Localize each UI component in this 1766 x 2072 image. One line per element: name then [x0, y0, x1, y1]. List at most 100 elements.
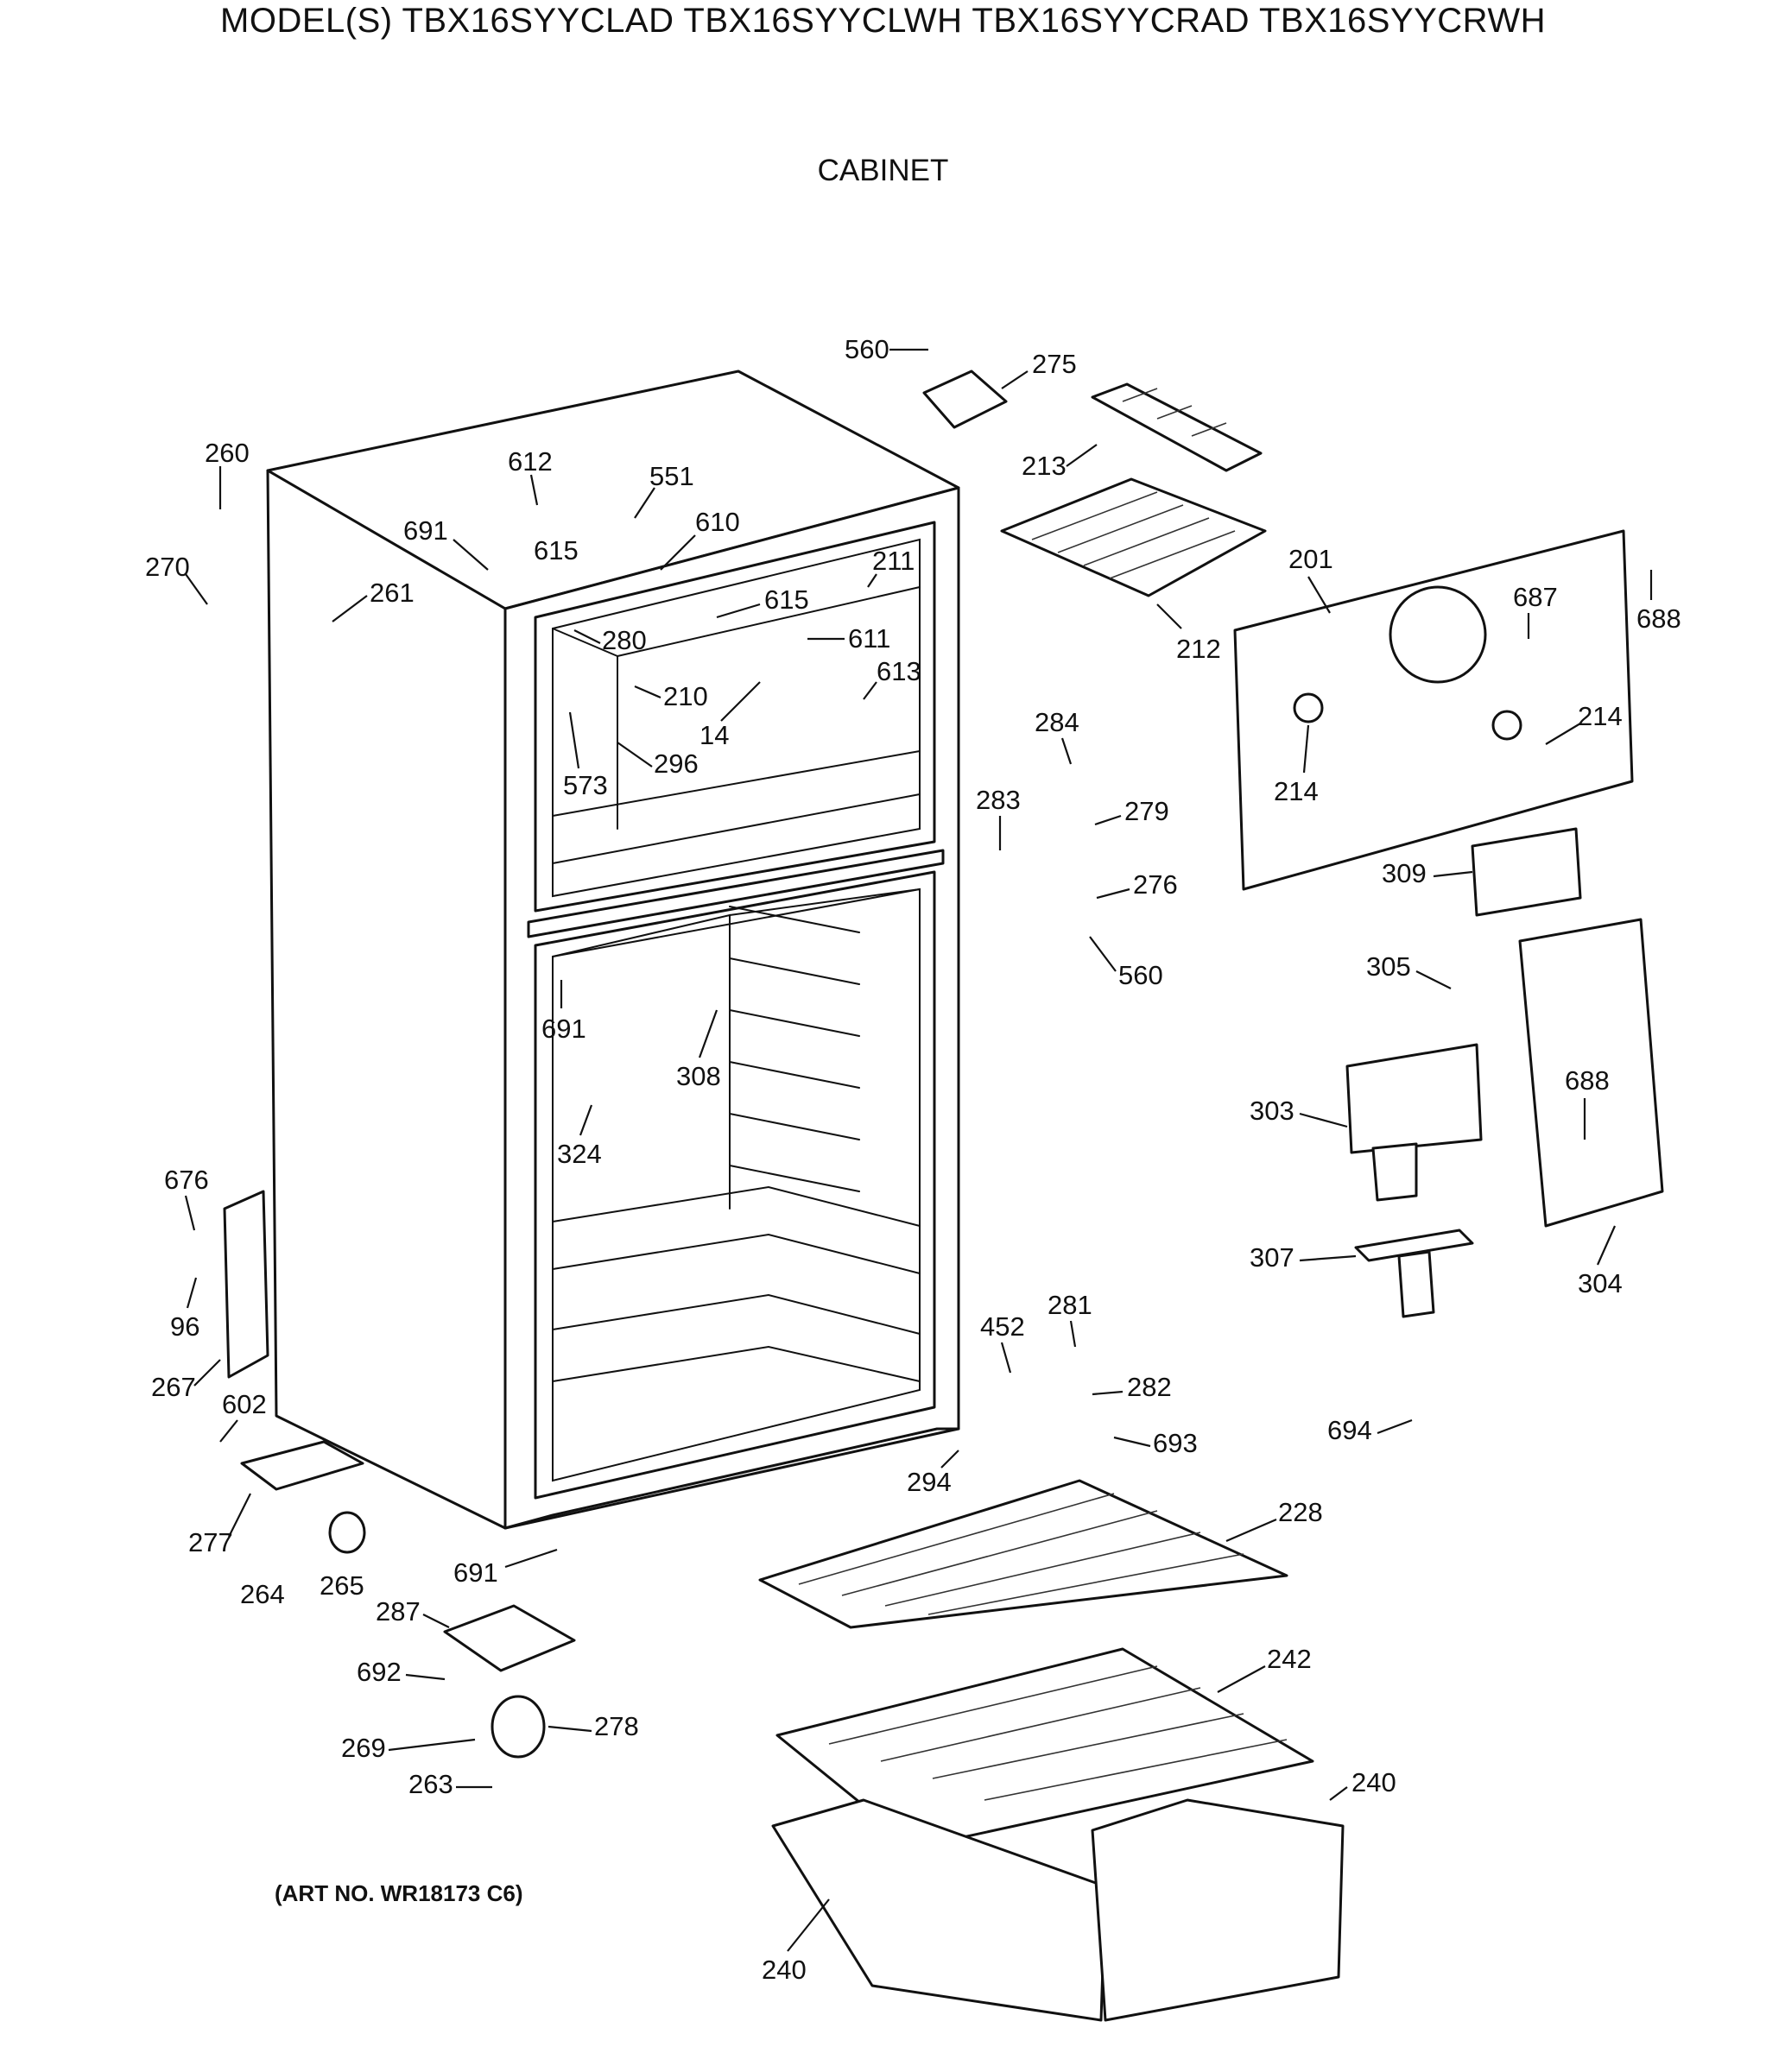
svg-text:611: 611: [848, 623, 890, 654]
callout-610: 610: [660, 507, 740, 571]
callout-269: 269: [341, 1733, 476, 1763]
svg-text:612: 612: [508, 446, 553, 477]
svg-text:294: 294: [907, 1467, 952, 1497]
freezer-shelf-212: [1000, 477, 1267, 597]
svg-text:280: 280: [602, 625, 647, 655]
svg-text:551: 551: [649, 461, 694, 491]
bracket-287: [443, 1604, 576, 1672]
callout-693: 693: [1113, 1428, 1198, 1458]
svg-text:694: 694: [1327, 1415, 1372, 1445]
svg-text:240: 240: [1351, 1767, 1396, 1797]
callout-612: 612: [508, 446, 553, 506]
callout-282: 282: [1092, 1372, 1172, 1402]
callout-96: 96: [170, 1277, 199, 1342]
callout-688a: 688: [1636, 570, 1681, 634]
callout-296: 296: [617, 742, 699, 779]
svg-text:691: 691: [453, 1557, 498, 1588]
slide-307: [1354, 1229, 1474, 1318]
callout-213: 213: [1022, 444, 1098, 481]
svg-text:573: 573: [563, 770, 608, 800]
callout-228: 228: [1225, 1497, 1323, 1543]
svg-text:96: 96: [170, 1311, 199, 1342]
callout-551: 551: [634, 461, 694, 519]
ice-tray-213: [1091, 382, 1263, 472]
callout-560b: 560: [1089, 936, 1163, 990]
svg-text:602: 602: [222, 1389, 267, 1419]
callouts: 560 275 213 260 612 551 610 691 615 270 …: [145, 334, 1681, 1985]
svg-text:615: 615: [764, 584, 809, 615]
svg-text:263: 263: [408, 1769, 453, 1799]
callout-260: 260: [205, 438, 250, 509]
callout-265: 265: [320, 1570, 364, 1601]
svg-text:213: 213: [1022, 451, 1067, 481]
callout-275: 275: [1001, 349, 1077, 389]
callout-573: 573: [563, 711, 608, 800]
callout-14: 14: [699, 681, 761, 750]
svg-text:309: 309: [1382, 858, 1427, 888]
cabinet-shell: [266, 370, 960, 1530]
callout-270: 270: [145, 552, 208, 605]
callout-691b: 691: [541, 980, 586, 1044]
svg-text:560: 560: [845, 334, 889, 364]
svg-text:267: 267: [151, 1372, 196, 1402]
callout-688b: 688: [1565, 1065, 1610, 1140]
callout-264: 264: [240, 1579, 285, 1609]
bracket-277: [240, 1440, 364, 1491]
svg-text:260: 260: [205, 438, 250, 468]
callout-305: 305: [1366, 951, 1452, 989]
svg-text:279: 279: [1124, 796, 1169, 826]
svg-text:281: 281: [1048, 1290, 1092, 1320]
callout-277: 277: [188, 1493, 251, 1557]
svg-text:324: 324: [557, 1139, 602, 1169]
svg-text:692: 692: [357, 1657, 402, 1687]
svg-text:676: 676: [164, 1165, 209, 1195]
callout-214a: 214: [1545, 701, 1623, 745]
callout-304: 304: [1578, 1225, 1623, 1298]
svg-text:214: 214: [1578, 701, 1623, 731]
svg-text:284: 284: [1035, 707, 1079, 737]
svg-text:452: 452: [980, 1311, 1025, 1342]
callout-615a: 615: [534, 535, 579, 565]
callout-212: 212: [1156, 603, 1221, 664]
svg-text:276: 276: [1133, 869, 1178, 900]
callout-308: 308: [676, 1009, 721, 1091]
callout-214b: 214: [1274, 724, 1319, 806]
svg-text:308: 308: [676, 1061, 721, 1091]
svg-text:615: 615: [534, 535, 579, 565]
svg-text:687: 687: [1513, 582, 1558, 612]
callout-676: 676: [164, 1165, 209, 1231]
callout-201: 201: [1288, 544, 1333, 614]
callout-281: 281: [1048, 1290, 1092, 1348]
callout-240b: 240: [762, 1898, 830, 1985]
callout-694: 694: [1327, 1415, 1413, 1445]
art-number: (ART NO. WR18173 C6): [275, 1880, 523, 1906]
callout-602: 602: [219, 1389, 267, 1443]
callout-687: 687: [1513, 582, 1558, 639]
svg-text:691: 691: [541, 1014, 586, 1044]
callout-240a: 240: [1329, 1767, 1396, 1801]
model-header: MODEL(S) TBX16SYYCLAD TBX16SYYCLWH TBX16…: [220, 2, 1546, 40]
svg-text:240: 240: [762, 1955, 807, 1985]
section-title: CABINET: [817, 154, 949, 187]
callout-287: 287: [376, 1596, 450, 1628]
hinge-275: [922, 370, 1008, 429]
svg-text:283: 283: [976, 785, 1021, 815]
callout-279: 279: [1094, 796, 1169, 826]
callout-691c: 691: [453, 1548, 558, 1588]
svg-text:242: 242: [1267, 1644, 1312, 1674]
svg-text:264: 264: [240, 1579, 285, 1609]
callout-691a: 691: [403, 515, 489, 571]
roller-265: [328, 1511, 366, 1554]
evaporator-cover-201: [1233, 529, 1634, 891]
svg-text:214: 214: [1274, 776, 1319, 806]
svg-text:270: 270: [145, 552, 190, 582]
svg-text:693: 693: [1153, 1428, 1198, 1458]
callout-210: 210: [634, 681, 708, 711]
callout-280: 280: [573, 625, 647, 655]
svg-text:688: 688: [1636, 603, 1681, 634]
svg-text:304: 304: [1578, 1268, 1623, 1298]
svg-text:610: 610: [695, 507, 740, 537]
callout-283: 283: [976, 785, 1021, 850]
callout-294: 294: [907, 1450, 959, 1497]
